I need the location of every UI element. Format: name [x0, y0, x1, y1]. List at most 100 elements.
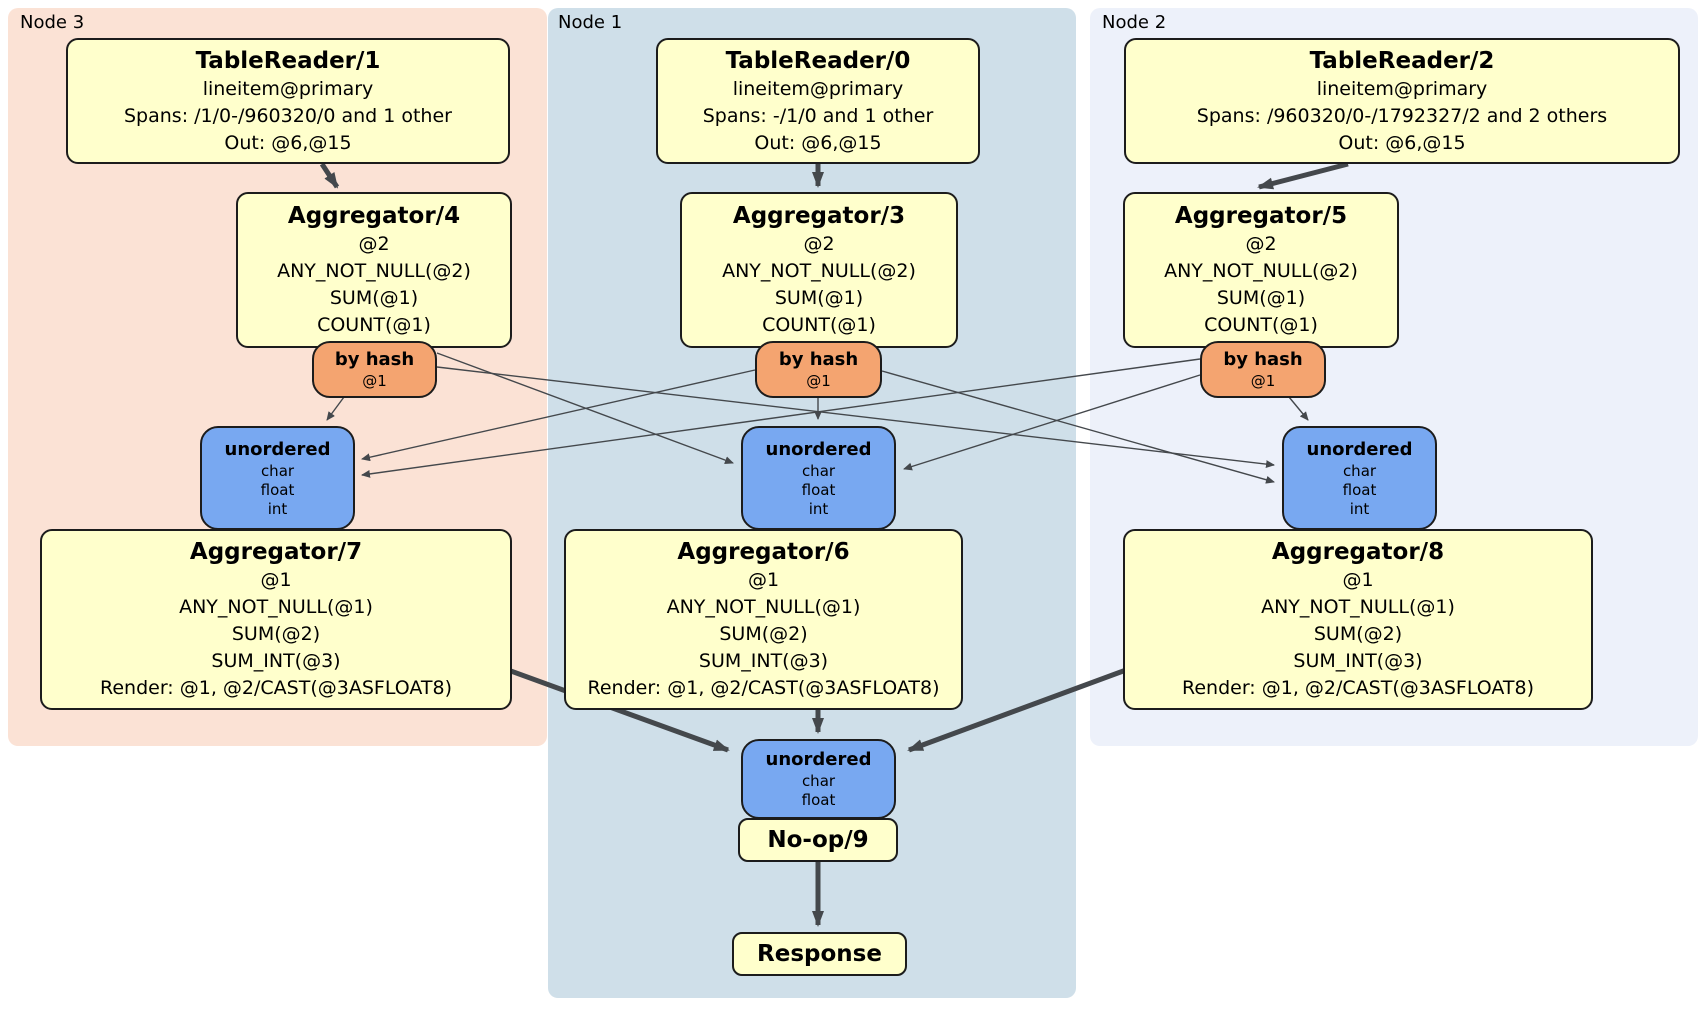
sync-line: char [801, 461, 836, 480]
box-title: TableReader/0 [725, 47, 911, 74]
edge-bh1-un2 [881, 370, 1275, 484]
box-line: @1 [747, 569, 780, 591]
box-line: SUM(@2) [719, 623, 808, 645]
aggregator-8: Aggregator/8 @1 ANY_NOT_NULL(@1) SUM(@2)… [1123, 529, 1593, 710]
tablereader-0: TableReader/0 lineitem@primary Spans: -/… [656, 38, 980, 164]
final-unordered-sync: unordered char float [741, 739, 896, 819]
box-line: COUNT(@1) [317, 314, 431, 336]
box-line: Render: @1, @2/CAST(@3ASFLOAT8) [1182, 677, 1534, 699]
box-line: SUM_INT(@3) [1293, 650, 1423, 672]
edge-bh2-un1 [903, 374, 1201, 471]
sync-line: char [801, 772, 836, 790]
sync-title: unordered [765, 749, 872, 770]
box-line: Spans: -/1/0 and 1 other [702, 104, 934, 127]
box-line: SUM(@2) [1313, 623, 1403, 645]
edge-agg8-finalsync [907, 667, 1127, 753]
tablereader-1: TableReader/1 lineitem@primary Spans: /1… [66, 38, 510, 164]
box-line: @2 [358, 233, 390, 255]
box-line: COUNT(@1) [1204, 314, 1318, 336]
box-title: Aggregator/6 [677, 539, 850, 565]
aggregator-3: Aggregator/3 @2 ANY_NOT_NULL(@2) SUM(@1)… [680, 192, 958, 348]
router-title: by hash [1223, 349, 1303, 370]
tablereader-2: TableReader/2 lineitem@primary Spans: /9… [1124, 38, 1680, 164]
sync-line: int [267, 499, 288, 518]
aggregator-7: Aggregator/7 @1 ANY_NOT_NULL(@1) SUM(@2)… [40, 529, 512, 710]
box-title: Response [757, 941, 882, 967]
box-line: SUM(@1) [329, 287, 419, 309]
box-line: SUM_INT(@3) [211, 650, 341, 672]
box-line: SUM(@1) [1216, 287, 1306, 309]
edge-tr1-agg4 [319, 162, 340, 189]
box-line: ANY_NOT_NULL(@1) [1261, 596, 1455, 618]
edge-bh2-un3 [361, 358, 1201, 478]
box-title: Aggregator/8 [1271, 539, 1445, 565]
box-line: ANY_NOT_NULL(@2) [722, 260, 916, 282]
unordered-sync-node2: unordered char float int [1282, 426, 1437, 530]
box-line: SUM(@1) [774, 287, 864, 309]
noop-9: No-op/9 [738, 818, 898, 862]
box-line: ANY_NOT_NULL(@1) [666, 596, 861, 618]
hash-router-node1: by hash @1 [755, 341, 882, 398]
box-line: lineitem@primary [732, 77, 904, 100]
box-line: Render: @1, @2/CAST(@3ASFLOAT8) [100, 677, 452, 699]
unordered-sync-node1: unordered char float int [741, 426, 896, 530]
sync-line: float [1342, 480, 1377, 499]
sync-title: unordered [765, 438, 872, 460]
box-line: SUM_INT(@3) [698, 650, 829, 672]
edge-bh1-un3 [361, 369, 756, 462]
router-line: @1 [806, 372, 831, 390]
box-line: ANY_NOT_NULL(@2) [277, 260, 471, 282]
sync-line: float [801, 480, 836, 499]
sync-line: int [808, 499, 829, 518]
sync-line: float [260, 480, 295, 499]
box-title: Aggregator/5 [1174, 203, 1348, 229]
sync-title: unordered [1306, 438, 1413, 460]
response: Response [732, 932, 907, 976]
router-title: by hash [778, 349, 859, 370]
box-line: SUM(@2) [231, 623, 321, 645]
aggregator-4: Aggregator/4 @2 ANY_NOT_NULL(@2) SUM(@1)… [236, 192, 512, 348]
sync-title: unordered [224, 438, 331, 460]
box-line: @2 [803, 233, 835, 255]
aggregator-5: Aggregator/5 @2 ANY_NOT_NULL(@2) SUM(@1)… [1123, 192, 1399, 348]
box-line: @1 [260, 569, 292, 591]
edge-tr2-agg5 [1257, 161, 1349, 190]
unordered-sync-node3: unordered char float int [200, 426, 355, 530]
sync-line: float [801, 791, 836, 809]
box-line: Out: @6,@15 [1338, 131, 1466, 154]
edge-bh3-un2 [436, 366, 1275, 469]
node2-label: Node 2 [1102, 12, 1167, 33]
box-line: Out: @6,@15 [754, 131, 882, 154]
box-line: Spans: /960320/0-/1792327/2 and 2 others [1196, 104, 1608, 127]
box-line: @1 [1342, 569, 1374, 591]
box-title: No-op/9 [767, 827, 869, 853]
box-line: @2 [1245, 233, 1277, 255]
sync-line: char [1342, 461, 1377, 480]
box-line: Spans: /1/0-/960320/0 and 1 other [124, 104, 452, 127]
box-line: ANY_NOT_NULL(@1) [179, 596, 373, 618]
box-line: Render: @1, @2/CAST(@3ASFLOAT8) [587, 677, 940, 699]
edge-agg7-finalsync [507, 667, 730, 753]
box-title: TableReader/1 [195, 47, 381, 74]
box-title: TableReader/2 [1309, 47, 1495, 74]
edge-bh3-un3 [326, 396, 345, 421]
box-line: ANY_NOT_NULL(@2) [1164, 260, 1358, 282]
box-line: COUNT(@1) [762, 314, 876, 336]
sync-line: char [260, 461, 295, 480]
box-line: lineitem@primary [1316, 77, 1488, 100]
hash-router-node3: by hash @1 [312, 341, 437, 398]
edge-bh2-un2 [1288, 396, 1309, 421]
box-title: Aggregator/3 [732, 203, 906, 229]
box-title: Aggregator/4 [287, 203, 461, 229]
aggregator-6: Aggregator/6 @1 ANY_NOT_NULL(@1) SUM(@2)… [564, 529, 963, 710]
router-title: by hash [334, 349, 415, 370]
node1-label: Node 1 [558, 12, 623, 33]
node3-label: Node 3 [20, 12, 85, 33]
box-title: Aggregator/7 [189, 539, 363, 565]
box-line: lineitem@primary [202, 77, 374, 100]
box-line: Out: @6,@15 [224, 131, 352, 154]
router-line: @1 [362, 372, 387, 390]
router-line: @1 [1250, 372, 1276, 390]
